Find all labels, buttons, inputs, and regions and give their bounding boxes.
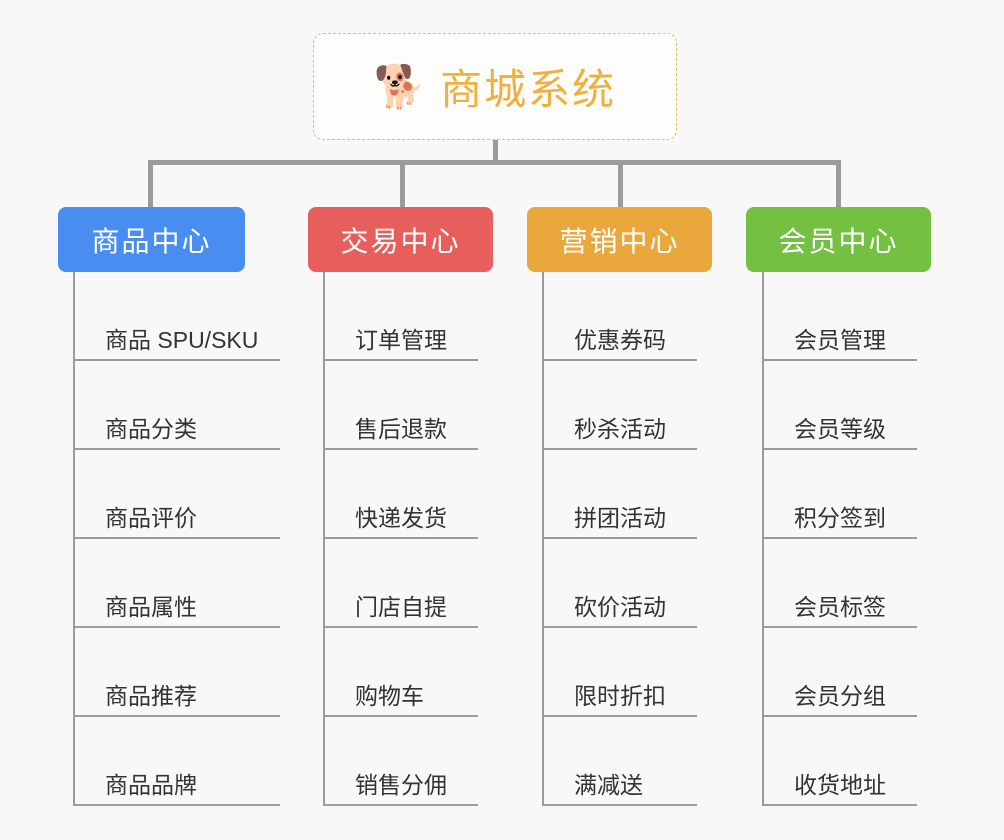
sub-item-label: 会员等级 (794, 415, 886, 442)
connector-drop-3 (618, 160, 623, 207)
sub-item-underline (762, 715, 917, 717)
sub-item-underline (323, 448, 478, 450)
sub-item[interactable]: 会员等级 (762, 361, 917, 450)
connector-horizontal-bus (150, 160, 839, 165)
sub-item-label: 销售分佣 (355, 771, 447, 798)
sub-item-label: 商品品牌 (105, 771, 197, 798)
sub-item-label: 售后退款 (355, 415, 447, 442)
sub-item-label: 优惠券码 (574, 326, 666, 353)
sub-item-underline (762, 537, 917, 539)
sub-item[interactable]: 销售分佣 (323, 717, 478, 806)
sub-item-underline (542, 537, 697, 539)
sub-item-label: 快递发货 (355, 504, 447, 531)
sub-item-label: 购物车 (355, 682, 424, 709)
sub-item[interactable]: 收货地址 (762, 717, 917, 806)
connector-root-stem (493, 140, 498, 165)
sub-item-underline (542, 804, 697, 806)
sub-item-label: 商品 SPU/SKU (105, 326, 259, 353)
sub-item-label: 满减送 (574, 771, 643, 798)
sub-item[interactable]: 限时折扣 (542, 628, 697, 717)
column-spine (762, 272, 764, 806)
column-spine (542, 272, 544, 806)
sub-item-underline (542, 626, 697, 628)
sub-item-underline (762, 448, 917, 450)
sub-item-underline (73, 537, 280, 539)
sub-item[interactable]: 商品推荐 (73, 628, 280, 717)
sub-item-label: 商品属性 (105, 593, 197, 620)
sub-item-underline (542, 359, 697, 361)
sub-item[interactable]: 门店自提 (323, 539, 478, 628)
sub-item-label: 商品分类 (105, 415, 197, 442)
category-label: 交易中心 (340, 225, 461, 257)
category-label: 商品中心 (91, 225, 212, 257)
category-label: 营销中心 (559, 225, 680, 257)
category-box-4[interactable]: 会员中心 (746, 207, 931, 272)
sub-item-label: 限时折扣 (574, 682, 666, 709)
category-box-1[interactable]: 商品中心 (58, 207, 245, 272)
category-column-3: 优惠券码秒杀活动拼团活动砍价活动限时折扣满减送 (542, 272, 697, 806)
sub-item[interactable]: 会员标签 (762, 539, 917, 628)
sub-item-label: 会员管理 (794, 326, 886, 353)
sub-item-underline (73, 626, 280, 628)
sub-item[interactable]: 商品品牌 (73, 717, 280, 806)
sub-item[interactable]: 售后退款 (323, 361, 478, 450)
sub-item-underline (323, 715, 478, 717)
sub-item[interactable]: 快递发货 (323, 450, 478, 539)
sub-item[interactable]: 满减送 (542, 717, 697, 806)
sub-item[interactable]: 商品 SPU/SKU (73, 272, 280, 361)
connector-drop-4 (836, 160, 841, 207)
sub-item[interactable]: 订单管理 (323, 272, 478, 361)
sub-item-underline (323, 537, 478, 539)
connector-drop-2 (400, 160, 405, 207)
sub-item-label: 会员分组 (794, 682, 886, 709)
sub-item-label: 秒杀活动 (574, 415, 666, 442)
column-spine (73, 272, 75, 806)
connector-drop-1 (148, 160, 153, 207)
sub-item-label: 商品评价 (105, 504, 197, 531)
sub-item-label: 拼团活动 (574, 504, 666, 531)
sub-item-underline (323, 626, 478, 628)
root-node-mall-system[interactable]: 🐕 商城系统 (313, 33, 677, 140)
category-column-2: 订单管理售后退款快递发货门店自提购物车销售分佣 (323, 272, 478, 806)
sub-item-label: 砍价活动 (574, 593, 666, 620)
column-spine (323, 272, 325, 806)
sub-item[interactable]: 会员管理 (762, 272, 917, 361)
shiba-inu-dog-face-icon: 🐕 (373, 62, 427, 110)
sub-item-underline (542, 715, 697, 717)
sub-item-label: 订单管理 (355, 326, 447, 353)
sub-item-label: 会员标签 (794, 593, 886, 620)
sub-item-underline (73, 804, 280, 806)
category-column-4: 会员管理会员等级积分签到会员标签会员分组收货地址 (762, 272, 917, 806)
sub-item[interactable]: 砍价活动 (542, 539, 697, 628)
sub-item-underline (73, 359, 280, 361)
sub-item[interactable]: 会员分组 (762, 628, 917, 717)
sub-item-underline (762, 626, 917, 628)
sub-item[interactable]: 商品评价 (73, 450, 280, 539)
sub-item-underline (762, 359, 917, 361)
category-label: 会员中心 (778, 225, 899, 257)
sub-item-underline (323, 359, 478, 361)
sub-item[interactable]: 商品属性 (73, 539, 280, 628)
sub-item[interactable]: 拼团活动 (542, 450, 697, 539)
sub-item-underline (323, 804, 478, 806)
sub-item[interactable]: 购物车 (323, 628, 478, 717)
category-box-3[interactable]: 营销中心 (527, 207, 712, 272)
sub-item[interactable]: 优惠券码 (542, 272, 697, 361)
sub-item-underline (73, 448, 280, 450)
sub-item[interactable]: 秒杀活动 (542, 361, 697, 450)
sub-item[interactable]: 积分签到 (762, 450, 917, 539)
category-box-2[interactable]: 交易中心 (308, 207, 493, 272)
sub-item-label: 收货地址 (794, 771, 886, 798)
sub-item-underline (73, 715, 280, 717)
sub-item-label: 商品推荐 (105, 682, 197, 709)
sub-item-label: 积分签到 (794, 504, 886, 531)
sub-item[interactable]: 商品分类 (73, 361, 280, 450)
sub-item-underline (762, 804, 917, 806)
category-column-1: 商品 SPU/SKU 商品分类商品评价商品属性商品推荐商品品牌 (73, 272, 280, 806)
sub-item-underline (542, 448, 697, 450)
root-node-title: 商城系统 (440, 66, 617, 113)
sub-item-label: 门店自提 (355, 593, 447, 620)
